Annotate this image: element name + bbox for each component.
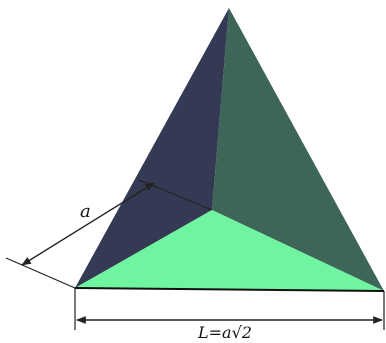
- base-length-label: L=a√2: [197, 323, 252, 342]
- edge-a-dimension-arrow: [21, 182, 155, 266]
- edge-a-label: a: [80, 201, 91, 222]
- right-face: [212, 8, 384, 291]
- base-edge: [74, 287, 385, 292]
- edge-a-extension-lower: [5, 257, 76, 289]
- bottom-face: [75, 210, 384, 291]
